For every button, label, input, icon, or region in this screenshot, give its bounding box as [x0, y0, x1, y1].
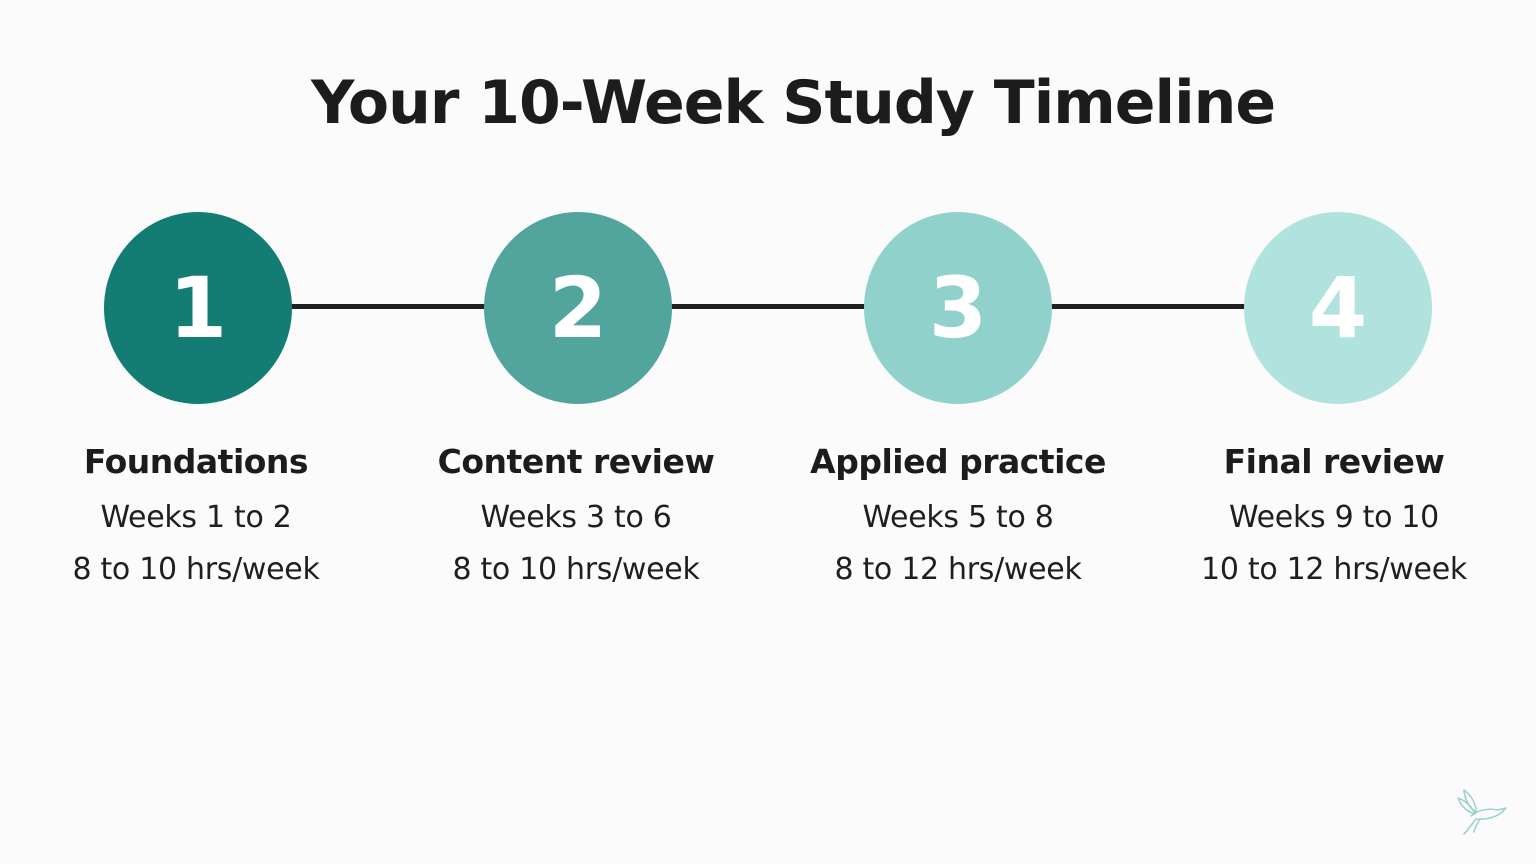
page-title: Your 10-Week Study Timeline	[310, 68, 1276, 138]
step-3-number: 3	[928, 259, 988, 357]
step-3-circle: 3	[864, 212, 1052, 404]
step-4-weeks: Weeks 9 to 10	[1229, 500, 1439, 535]
step-2-circle: 2	[484, 212, 672, 404]
step-1-number: 1	[168, 259, 228, 357]
step-1-details: Foundations Weeks 1 to 2 8 to 10 hrs/wee…	[6, 440, 386, 596]
step-1-weeks: Weeks 1 to 2	[100, 500, 292, 535]
step-2-weeks: Weeks 3 to 6	[480, 500, 672, 535]
step-4-details: Final review Weeks 9 to 10 10 to 12 hrs/…	[1144, 440, 1524, 596]
step-3-name: Applied practice	[810, 442, 1106, 481]
step-4-number: 4	[1308, 259, 1368, 357]
step-2-hours: 8 to 10 hrs/week	[452, 552, 700, 587]
step-1-hours: 8 to 10 hrs/week	[72, 552, 320, 587]
step-1-name: Foundations	[83, 442, 309, 481]
step-3-weeks: Weeks 5 to 8	[862, 500, 1054, 535]
timeline-connector-2-3	[669, 304, 868, 309]
step-2-details: Content review Weeks 3 to 6 8 to 10 hrs/…	[386, 440, 766, 596]
step-4-name: Final review	[1223, 442, 1445, 481]
step-2-name: Content review	[437, 442, 715, 481]
step-4-circle: 4	[1244, 212, 1432, 404]
step-1-circle: 1	[104, 212, 292, 404]
timeline-connector-1-2	[290, 304, 488, 309]
step-2-number: 2	[548, 259, 608, 357]
step-4-hours: 10 to 12 hrs/week	[1201, 552, 1467, 587]
bird-logo-icon	[1457, 789, 1507, 835]
step-3-details: Applied practice Weeks 5 to 8 8 to 12 hr…	[768, 440, 1148, 596]
step-3-hours: 8 to 12 hrs/week	[834, 552, 1082, 587]
timeline-connector-3-4	[1049, 304, 1247, 309]
